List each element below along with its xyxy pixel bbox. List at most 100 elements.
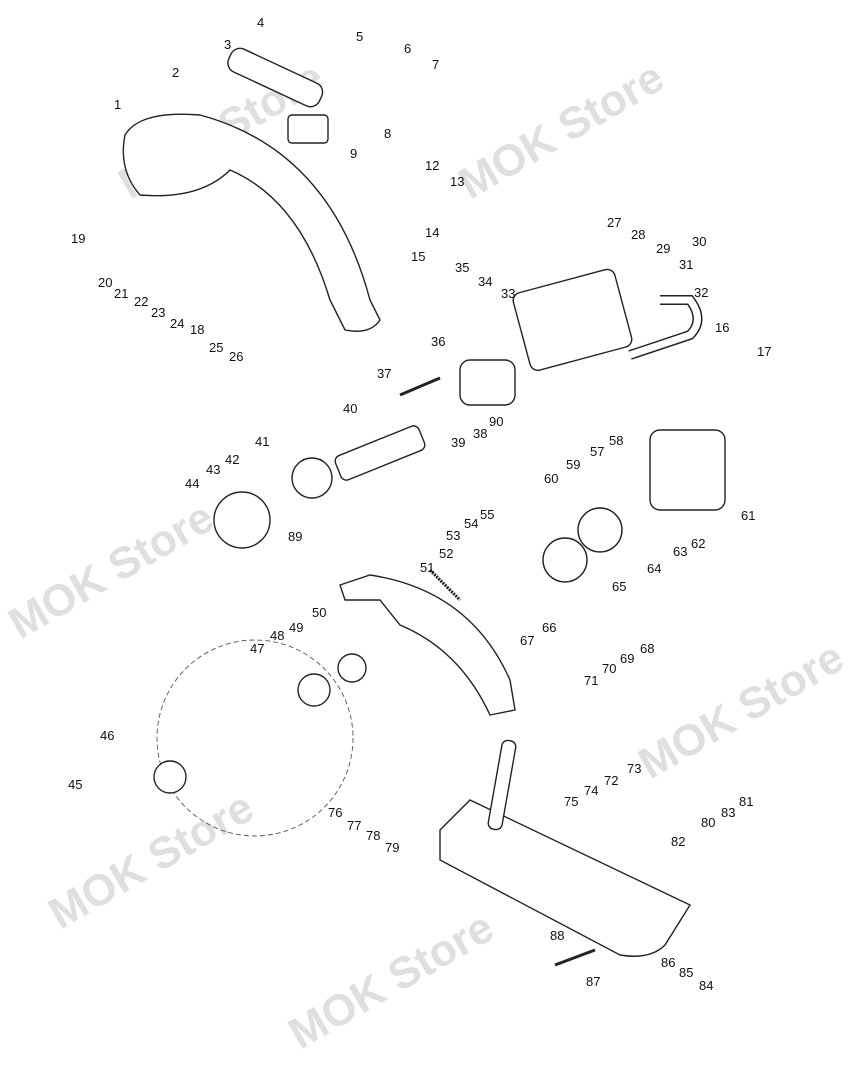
part-label: 90 [489,414,503,429]
watermark: MOK Store [41,783,262,939]
part-label: 66 [542,620,556,635]
part-label: 9 [350,146,357,161]
outer-flange [153,760,187,794]
part-label: 62 [691,536,705,551]
part-label: 18 [190,322,204,337]
part-label: 35 [455,260,469,275]
part-label: 26 [229,349,243,364]
part-label: 76 [328,805,342,820]
part-label: 55 [480,507,494,522]
side-handle-inner [628,296,701,359]
part-label: 86 [661,955,675,970]
spindle-flange [542,537,588,583]
watermark: MOK Store [631,633,850,789]
field-coil [459,359,516,406]
part-label: 45 [68,777,82,792]
handle [227,47,324,108]
part-label: 41 [255,434,269,449]
washer [337,653,367,683]
part-label: 2 [172,65,179,80]
part-label: 5 [356,29,363,44]
part-label: 78 [366,828,380,843]
part-labels: 1 2 3 4 5 6 7 8 9 12 13 14 15 16 17 18 1… [68,15,771,993]
watermarks: MOK Store MOK Store MOK Store MOK Store … [1,53,850,1059]
part-label: 53 [446,528,460,543]
switch [287,114,329,144]
part-label: 38 [473,426,487,441]
part-label: 6 [404,41,411,56]
part-label: 43 [206,462,220,477]
part-label: 73 [627,761,641,776]
part-label: 44 [185,476,199,491]
watermark: MOK Store [1,493,222,649]
part-label: 48 [270,628,284,643]
part-label: 15 [411,249,425,264]
part-label: 65 [612,579,626,594]
part-label: 83 [721,805,735,820]
part-label: 57 [590,444,604,459]
part-label: 46 [100,728,114,743]
part-label: 58 [609,433,623,448]
part-label: 75 [564,794,578,809]
part-label: 22 [134,294,148,309]
part-label: 74 [584,783,598,798]
part-label: 3 [224,37,231,52]
bearing-plate [213,491,271,549]
part-label: 34 [478,274,492,289]
part-label: 88 [550,928,564,943]
part-label: 61 [741,508,755,523]
part-label: 77 [347,818,361,833]
bolt [399,376,441,397]
part-label: 8 [384,126,391,141]
part-label: 1 [114,97,121,112]
spring [428,568,462,602]
part-label: 50 [312,605,326,620]
part-label: 31 [679,257,693,272]
part-label: 14 [425,225,439,240]
motor-housing [512,268,633,371]
part-label: 64 [647,561,661,576]
part-label: 49 [289,620,303,635]
inner-flange [297,673,331,707]
part-label: 60 [544,471,558,486]
part-label: 13 [450,174,464,189]
part-label: 72 [604,773,618,788]
part-label: 54 [464,516,478,531]
bolt [554,948,596,967]
watermark: MOK Store [281,903,502,1059]
saw-blade [156,639,354,837]
base-plate [439,799,692,957]
part-label: 21 [114,286,128,301]
gear [577,507,623,553]
part-label: 20 [98,275,112,290]
gear-housing [649,429,726,511]
part-label: 70 [602,661,616,676]
part-label: 17 [757,344,771,359]
part-label: 40 [343,401,357,416]
part-label: 7 [432,57,439,72]
part-label: 33 [501,286,515,301]
part-label: 25 [209,340,223,355]
part-shapes [122,47,726,967]
part-label: 87 [586,974,600,989]
part-label: 19 [71,231,85,246]
part-label: 51 [420,560,434,575]
blade-guard-housing [122,113,381,332]
part-label: 12 [425,158,439,173]
armature [334,425,426,481]
part-label: 47 [250,641,264,656]
part-label: 4 [257,15,264,30]
part-label: 29 [656,241,670,256]
part-label: 89 [288,529,302,544]
part-label: 81 [739,794,753,809]
part-label: 23 [151,305,165,320]
lower-guard [339,574,516,716]
part-label: 27 [607,215,621,230]
part-label: 16 [715,320,729,335]
part-label: 63 [673,544,687,559]
part-label: 37 [377,366,391,381]
depth-guide [487,739,517,831]
part-label: 28 [631,227,645,242]
